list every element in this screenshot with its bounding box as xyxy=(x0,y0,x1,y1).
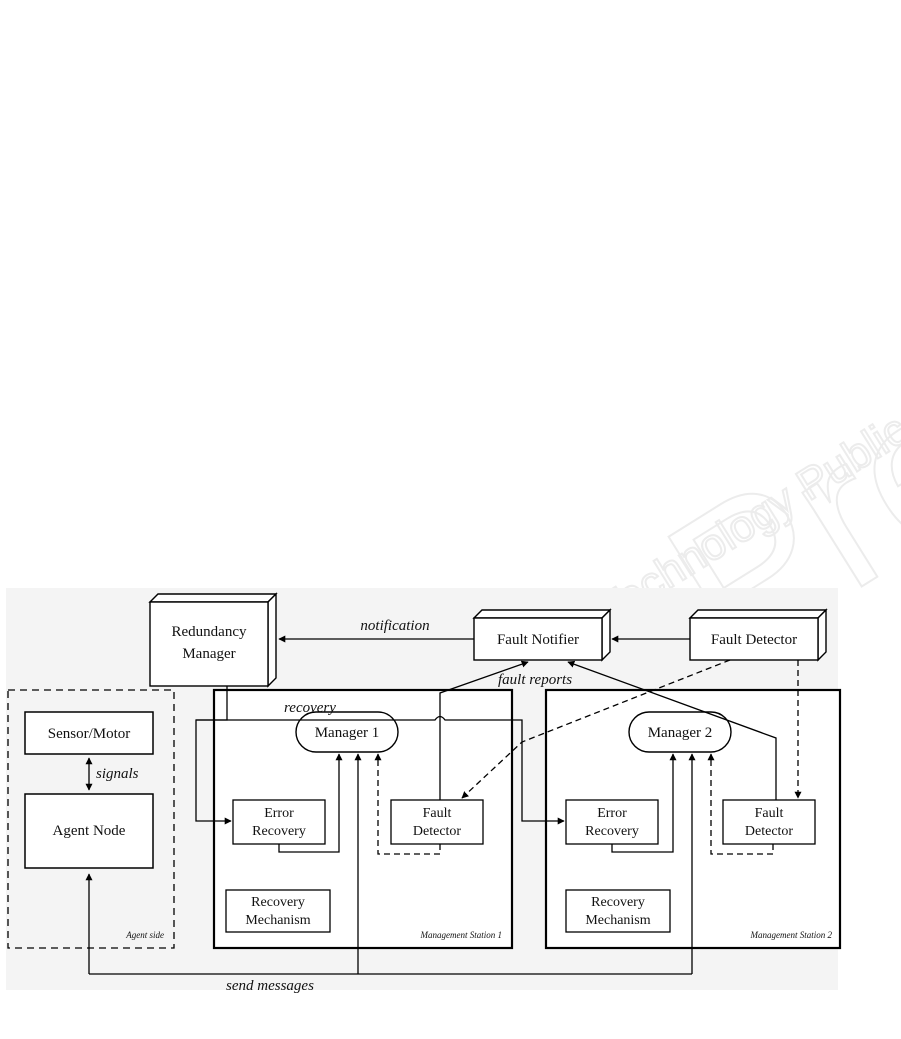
fault-reports-label: fault reports xyxy=(498,672,572,688)
agent-side-container xyxy=(7,689,175,949)
agent-node-label: Agent Node xyxy=(53,823,126,839)
recovery-mechanism-2-node xyxy=(565,889,671,933)
edge-fd1-to-manager1 xyxy=(374,753,441,855)
fault-detector-2-label-2: Detector xyxy=(745,824,794,839)
recovery-label: recovery xyxy=(284,700,336,716)
sensor-motor-node xyxy=(24,711,154,755)
redundancy-manager-label-2: Manager xyxy=(182,646,235,662)
edge-er1-to-manager1 xyxy=(278,753,343,853)
station-2-label: Management Station 2 xyxy=(750,930,833,940)
fault-notifier-label: Fault Notifier xyxy=(497,632,579,648)
agent-node xyxy=(24,793,154,869)
edge-fd2-to-manager2 xyxy=(707,753,774,855)
edge-recovery-2 xyxy=(196,715,565,825)
manager-1-node xyxy=(295,711,399,753)
fault-detector-1-node xyxy=(390,799,484,845)
agent-side-label: Agent side xyxy=(125,930,164,940)
fault-detector-top-node: Fault Detector xyxy=(688,608,828,662)
edge-er2-to-manager2 xyxy=(611,753,677,853)
recovery-mechanism-2-label-2: Mechanism xyxy=(585,913,650,928)
manager-2-label: Manager 2 xyxy=(648,725,713,741)
error-recovery-2-node xyxy=(565,799,659,845)
error-recovery-1-label-2: Recovery xyxy=(252,824,306,839)
sensor-motor-label: Sensor/Motor xyxy=(48,726,131,742)
fault-detector-2-node xyxy=(722,799,816,845)
error-recovery-2-label-1: Error xyxy=(597,806,627,821)
station-1-label: Management Station 1 xyxy=(420,930,503,940)
recovery-mechanism-1-label-1: Recovery xyxy=(251,895,305,910)
manager-2-node xyxy=(628,711,732,753)
recovery-mechanism-1-label-2: Mechanism xyxy=(245,913,310,928)
send-messages-label: send messages xyxy=(226,978,314,994)
error-recovery-2-label-2: Recovery xyxy=(585,824,639,839)
fault-detector-1-label-1: Fault xyxy=(423,806,452,821)
manager-1-label: Manager 1 xyxy=(315,725,380,741)
edge-detect-station-1 xyxy=(461,659,731,799)
fault-detector-2-label-1: Fault xyxy=(755,806,784,821)
fault-notifier-node: Fault Notifier xyxy=(472,608,612,662)
fault-detector-top-label: Fault Detector xyxy=(711,632,797,648)
redundancy-manager-node: Redundancy Manager xyxy=(148,592,278,688)
error-recovery-1-label-1: Error xyxy=(264,806,294,821)
redundancy-manager-label-1: Redundancy xyxy=(172,624,247,640)
notification-label: notification xyxy=(360,618,429,634)
recovery-mechanism-2-label-1: Recovery xyxy=(591,895,645,910)
recovery-mechanism-1-node xyxy=(225,889,331,933)
signals-label: signals xyxy=(96,766,139,782)
edge-fault-report-2 xyxy=(567,660,777,800)
edge-fault-report-1 xyxy=(439,660,529,800)
fault-detector-1-label-2: Detector xyxy=(413,824,462,839)
error-recovery-1-node xyxy=(232,799,326,845)
